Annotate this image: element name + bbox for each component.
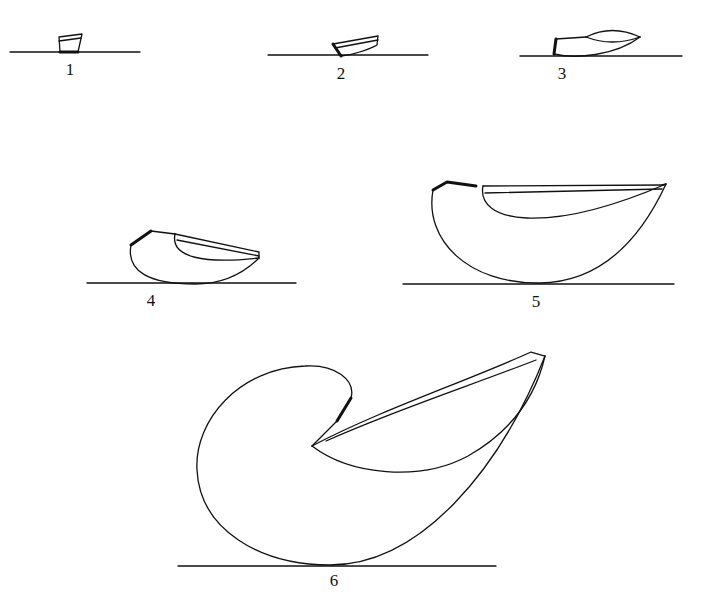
shell-stage-1 xyxy=(59,34,82,52)
shell-stage-2 xyxy=(333,36,378,56)
figure-number: 3 xyxy=(558,65,567,82)
figure-number: 2 xyxy=(337,65,346,82)
ground-lines xyxy=(10,52,682,566)
figure-number: 6 xyxy=(330,572,339,589)
shell-stage-4 xyxy=(130,231,259,284)
shell-stage-6 xyxy=(197,352,545,565)
figure-number: 1 xyxy=(66,61,75,78)
figure-number: 4 xyxy=(147,292,156,309)
shell-stage-3 xyxy=(554,31,640,57)
figure-number: 5 xyxy=(532,293,541,310)
shell-stage-5 xyxy=(432,182,666,283)
